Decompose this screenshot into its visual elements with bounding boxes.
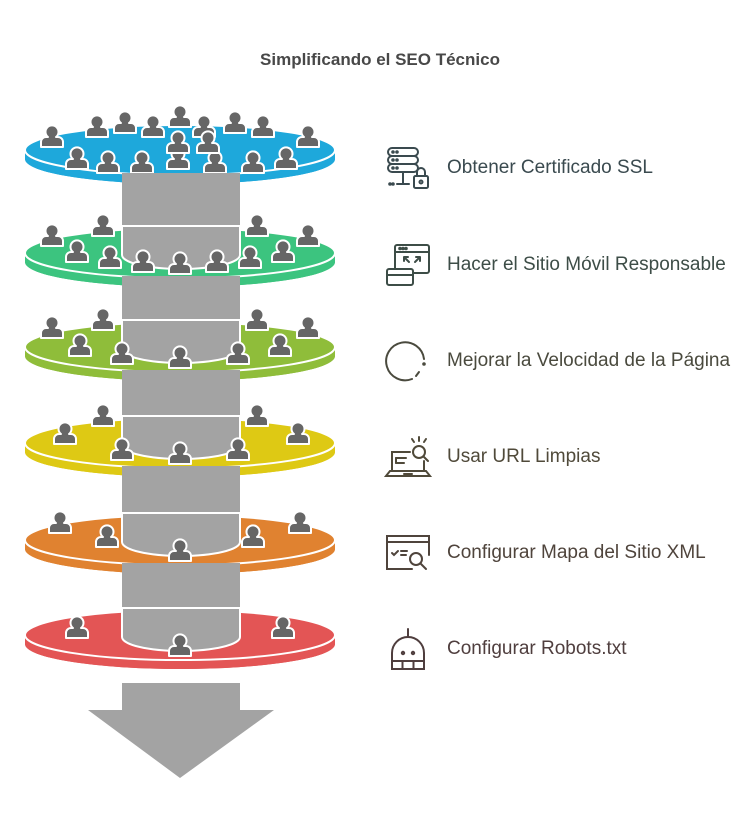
person-icon — [40, 315, 64, 339]
server-lock-icon — [382, 142, 434, 194]
person-icon — [110, 437, 134, 461]
person-icon — [65, 146, 89, 170]
diagram-title: Simplificando el SEO Técnico — [260, 50, 500, 69]
person-icon — [65, 615, 89, 639]
person-icon — [110, 341, 134, 365]
person-icon — [168, 345, 192, 369]
person-icon — [241, 150, 265, 174]
step-url: Usar URL Limpias — [382, 427, 742, 487]
sitemap-search-icon — [382, 527, 434, 579]
layer-robots — [24, 563, 336, 669]
person-icon — [168, 104, 192, 128]
person-icon — [268, 333, 292, 357]
person-icon — [98, 245, 122, 269]
person-icon — [65, 239, 89, 263]
person-icon — [168, 538, 192, 562]
person-icon — [245, 213, 269, 237]
person-icon — [274, 146, 298, 170]
step-label: Obtener Certificado SSL — [447, 157, 653, 178]
step-label: Hacer el Sitio Móvil Responsable — [447, 254, 726, 275]
step-robots: Configurar Robots.txt — [382, 619, 742, 679]
person-icon — [288, 510, 312, 534]
step-ssl: Obtener Certificado SSL — [382, 138, 742, 198]
step-speed: Mejorar la Velocidad de la Página — [382, 331, 742, 391]
step-sitemap: Configurar Mapa del Sitio XML — [382, 523, 742, 583]
person-icon — [205, 249, 229, 273]
person-icon — [245, 403, 269, 427]
step-label: Mejorar la Velocidad de la Página — [447, 350, 731, 371]
person-icon — [95, 524, 119, 548]
person-icon — [296, 124, 320, 148]
person-icon — [96, 150, 120, 174]
person-icon — [296, 315, 320, 339]
person-icon — [166, 130, 190, 154]
person-icon — [53, 421, 77, 445]
layer-stack — [24, 104, 336, 778]
person-icon — [286, 421, 310, 445]
person-icon — [245, 307, 269, 331]
person-icon — [238, 245, 262, 269]
person-icon — [271, 615, 295, 639]
person-icon — [168, 441, 192, 465]
person-icon — [251, 114, 275, 138]
person-icon — [168, 633, 192, 657]
person-icon — [226, 437, 250, 461]
laptop-search-icon — [382, 431, 434, 483]
step-label: Configurar Mapa del Sitio XML — [447, 542, 706, 563]
responsive-window-icon — [382, 239, 434, 291]
loading-circle-icon — [382, 335, 434, 387]
person-icon — [85, 114, 109, 138]
robot-icon — [382, 623, 434, 675]
person-icon — [130, 150, 154, 174]
person-icon — [68, 333, 92, 357]
person-icon — [40, 223, 64, 247]
person-icon — [113, 110, 137, 134]
layer-url — [24, 370, 336, 477]
down-arrow — [88, 683, 274, 778]
person-icon — [196, 130, 220, 154]
layer-sitemap — [24, 466, 336, 574]
person-icon — [226, 341, 250, 365]
step-label: Usar URL Limpias — [447, 446, 601, 467]
person-icon — [241, 524, 265, 548]
person-icon — [141, 114, 165, 138]
person-icon — [131, 249, 155, 273]
step-mobile: Hacer el Sitio Móvil Responsable — [382, 235, 742, 295]
person-icon — [223, 110, 247, 134]
layer-mobile — [24, 173, 336, 287]
person-icon — [91, 307, 115, 331]
person-icon — [91, 403, 115, 427]
person-icon — [296, 223, 320, 247]
person-icon — [168, 251, 192, 275]
layer-speed — [24, 276, 336, 381]
step-label: Configurar Robots.txt — [447, 638, 627, 659]
person-icon — [91, 213, 115, 237]
person-icon — [271, 239, 295, 263]
person-icon — [40, 124, 64, 148]
layer-ssl — [24, 104, 336, 184]
person-icon — [48, 510, 72, 534]
